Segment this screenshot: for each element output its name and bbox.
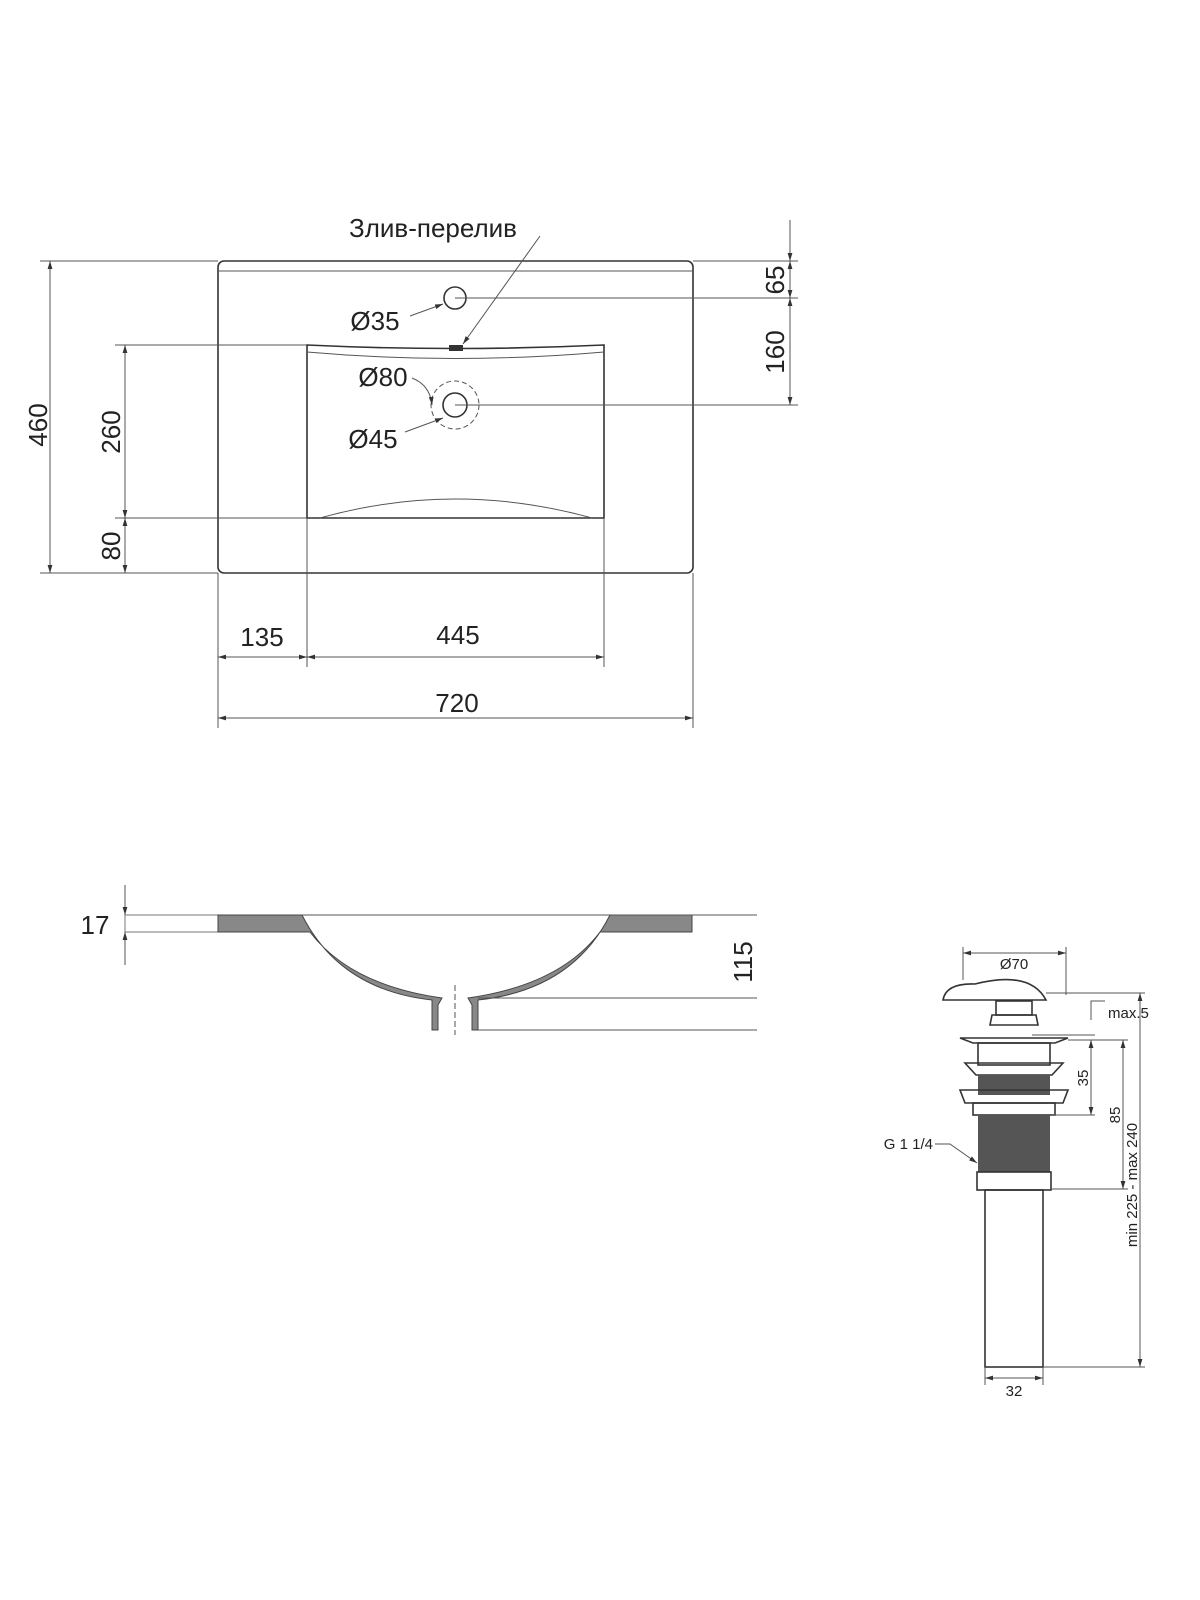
dim-max-gap: max.5	[1108, 1005, 1149, 1022]
drain-stem	[995, 1000, 1033, 1016]
drain-outer-diameter-label: Ø80	[358, 362, 407, 392]
drain-inner-diameter-label: Ø45	[348, 424, 397, 454]
profile-view: 17 115	[81, 885, 758, 1035]
dim-side-margin: 135	[240, 622, 283, 652]
thread-spec-label: G 1 1/4	[884, 1136, 933, 1153]
overflow-slot	[449, 345, 463, 351]
dim-total-length: min 225 - max 240	[1124, 1123, 1141, 1247]
dim-bowl-height: 115	[728, 941, 758, 982]
drain-nut	[976, 1171, 1052, 1191]
top-view: Злив-перелив Ø35 Ø80 Ø45 460 260 80 65 1…	[23, 213, 798, 728]
overflow-label: Злив-перелив	[349, 213, 517, 243]
dim-pipe-diameter: 32	[1006, 1383, 1023, 1400]
dim-thread-height: 35	[1075, 1070, 1092, 1087]
dim-total-width: 720	[435, 688, 478, 718]
drain-cap	[942, 978, 1048, 1001]
basin-outline	[217, 260, 694, 574]
dim-front-margin: 80	[96, 532, 126, 561]
thread-lower	[978, 1115, 1050, 1172]
dim-total-depth: 460	[23, 403, 53, 446]
thread-upper	[978, 1075, 1050, 1095]
dim-bowl-width: 445	[436, 620, 479, 650]
drain-view: Ø70 max.5 35 85 min 225 - max 240 G 1 1/…	[884, 947, 1149, 1400]
dim-drain-offset: 160	[760, 330, 790, 373]
drain-pipe	[984, 1189, 1044, 1368]
dim-overflow-offset: 65	[760, 266, 790, 295]
bowl-outline	[306, 344, 605, 519]
dim-bowl-depth: 260	[96, 410, 126, 453]
overflow-diameter-label: Ø35	[350, 306, 399, 336]
dim-slab-thickness: 17	[81, 910, 110, 940]
dim-body-height: 85	[1107, 1107, 1124, 1124]
dim-cap-diameter: Ø70	[1000, 956, 1028, 973]
bowl-front-curve	[319, 498, 593, 519]
